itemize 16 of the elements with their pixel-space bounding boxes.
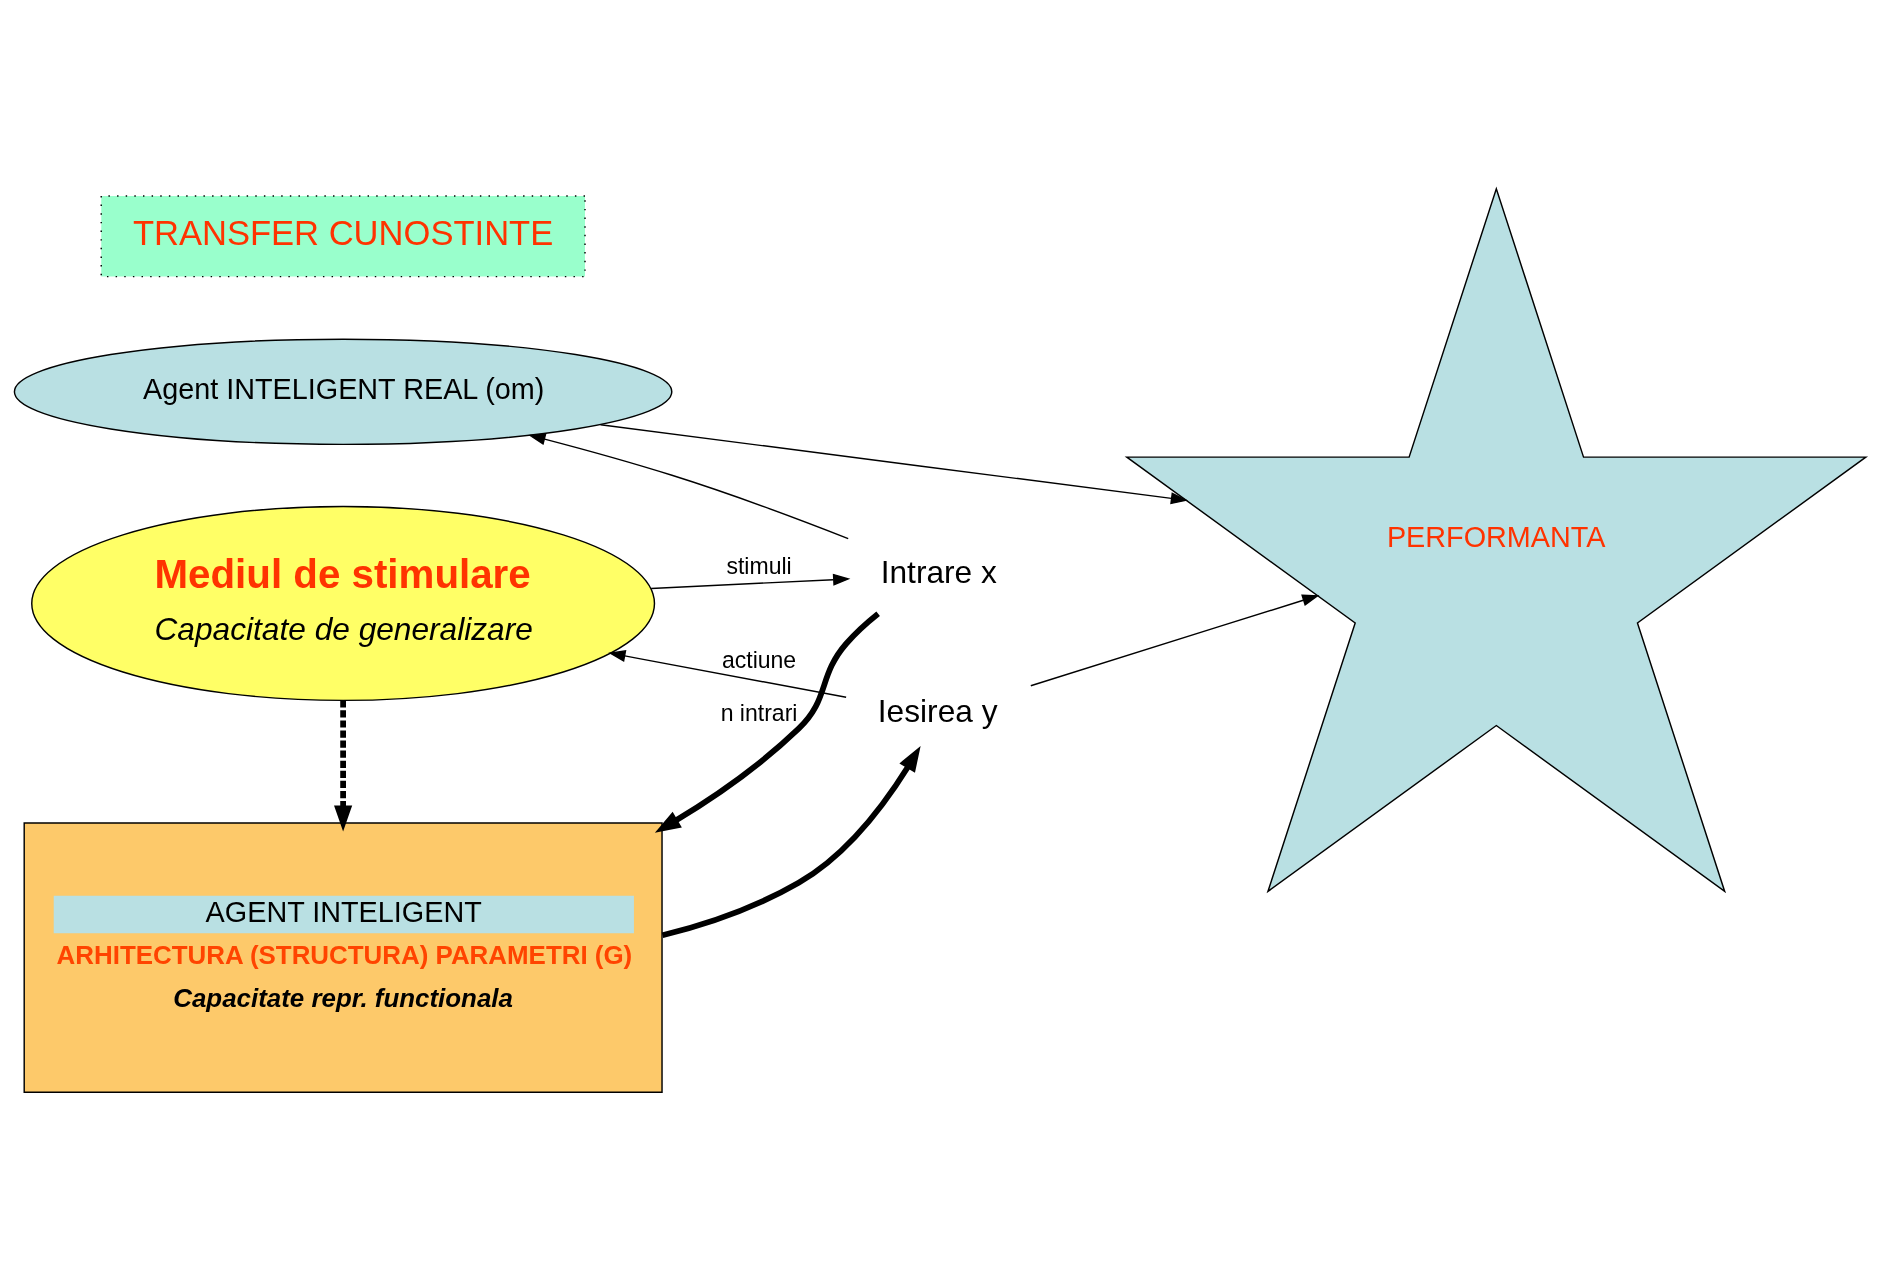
node-text: Iesirea y xyxy=(877,692,998,729)
arrow xyxy=(1030,594,1320,686)
node-box: TRANSFER CUNOSTINTE xyxy=(100,194,586,277)
node-box: AGENT INTELIGENT ARHITECTURA (STRUCTURA) PARAMETRI (G) Capacitate repr. functionala xyxy=(23,821,663,1093)
arrow xyxy=(528,432,849,539)
arrow xyxy=(608,649,847,698)
arrow xyxy=(334,699,353,831)
edge-label: stimuli xyxy=(726,552,792,579)
node-ellipse: Mediul de stimulare Capacitate de generalizare xyxy=(31,505,656,701)
arrow xyxy=(599,423,1189,504)
arrow xyxy=(661,745,921,938)
edge-label: actiune xyxy=(721,646,797,673)
edge-label: n intrari xyxy=(720,699,798,726)
arrow xyxy=(650,573,851,589)
node-text: Intrare x xyxy=(880,553,997,590)
arrow xyxy=(654,611,880,833)
